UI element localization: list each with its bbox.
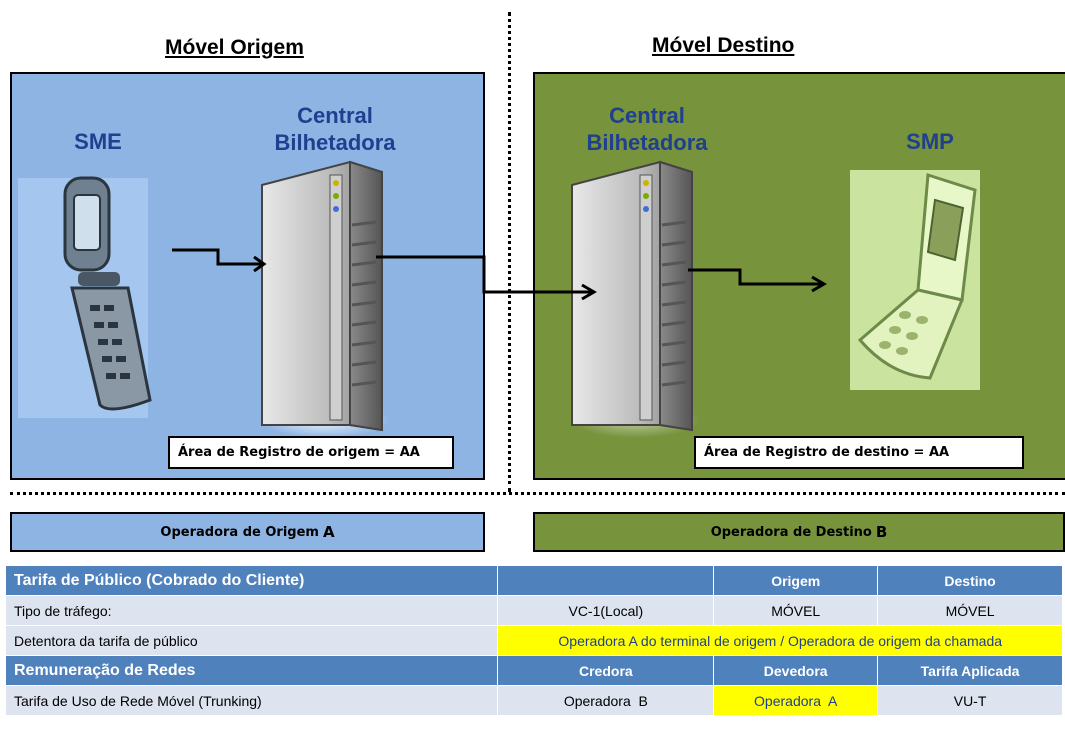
cell-credora: Operadora B [497, 685, 715, 716]
origin-central-heading: Central Bilhetadora [250, 102, 420, 156]
origin-title: Móvel Origem [165, 36, 304, 59]
table-row: Tipo de tráfego: VC-1(Local) MÓVEL MÓVEL [4, 595, 1063, 626]
table-header-tarifa: Tarifa de Público (Cobrado do Cliente) O… [4, 565, 1063, 596]
table-row: Detentora da tarifa de público Operadora… [4, 625, 1063, 656]
header-remuneracao: Remuneração de Redes [4, 655, 499, 686]
destination-central-heading: Central Bilhetadora [562, 102, 732, 156]
origin-server-icon [260, 160, 390, 438]
table-header-remuneracao: Remuneração de Redes Credora Devedora Ta… [4, 655, 1063, 686]
cell-devedora: Operadora A [713, 685, 879, 716]
table-row: Tarifa de Uso de Rede Móvel (Trunking) O… [4, 685, 1063, 716]
origin-area-box: Área de Registro de origem = AA [168, 436, 454, 469]
origin-operator-label: Operadora de Origem [160, 524, 319, 540]
header-destino: Destino [877, 565, 1063, 596]
sme-phone-icon [18, 176, 152, 418]
destination-central-line2: Bilhetadora [586, 130, 708, 155]
vertical-separator [508, 12, 511, 492]
destination-title: Móvel Destino [652, 34, 795, 57]
origin-central-line2: Bilhetadora [274, 130, 396, 155]
header-tarifa-aplicada: Tarifa Aplicada [877, 655, 1063, 686]
header-empty [497, 565, 715, 596]
destination-central-line1: Central [609, 103, 685, 128]
horizontal-separator [10, 492, 1065, 495]
header-devedora: Devedora [713, 655, 879, 686]
destination-area-box: Área de Registro de destino = AA [694, 436, 1024, 469]
header-tarifa-publico: Tarifa de Público (Cobrado do Cliente) [4, 565, 499, 596]
destination-operator-letter: B [875, 523, 888, 541]
flow-arrows [172, 248, 827, 301]
cell-vut: VU-T [877, 685, 1063, 716]
tariff-table: Tarifa de Público (Cobrado do Cliente) O… [4, 565, 1063, 716]
cell-tipo-trafego: Tipo de tráfego: [4, 595, 499, 626]
cell-destino-movel: MÓVEL [877, 595, 1063, 626]
header-credora: Credora [497, 655, 715, 686]
origin-operator-letter: A [322, 523, 335, 541]
destination-operator-label: Operadora de Destino [710, 524, 872, 540]
header-origem: Origem [713, 565, 879, 596]
origin-central-line1: Central [297, 103, 373, 128]
sme-label: SME [74, 129, 122, 154]
origin-operator-bar: Operadora de Origem A [10, 512, 485, 552]
destination-server-icon [570, 160, 700, 438]
cell-detentora-value: Operadora A do terminal de origem / Oper… [497, 625, 1063, 656]
cell-detentora: Detentora da tarifa de público [4, 625, 499, 656]
cell-trunking: Tarifa de Uso de Rede Móvel (Trunking) [4, 685, 499, 716]
destination-operator-bar: Operadora de Destino B [533, 512, 1065, 552]
cell-origem-movel: MÓVEL [713, 595, 879, 626]
smp-phone-icon [850, 170, 980, 390]
diagram-graphics [18, 160, 980, 438]
smp-label: SMP [906, 129, 954, 154]
cell-vc1: VC-1(Local) [497, 595, 715, 626]
